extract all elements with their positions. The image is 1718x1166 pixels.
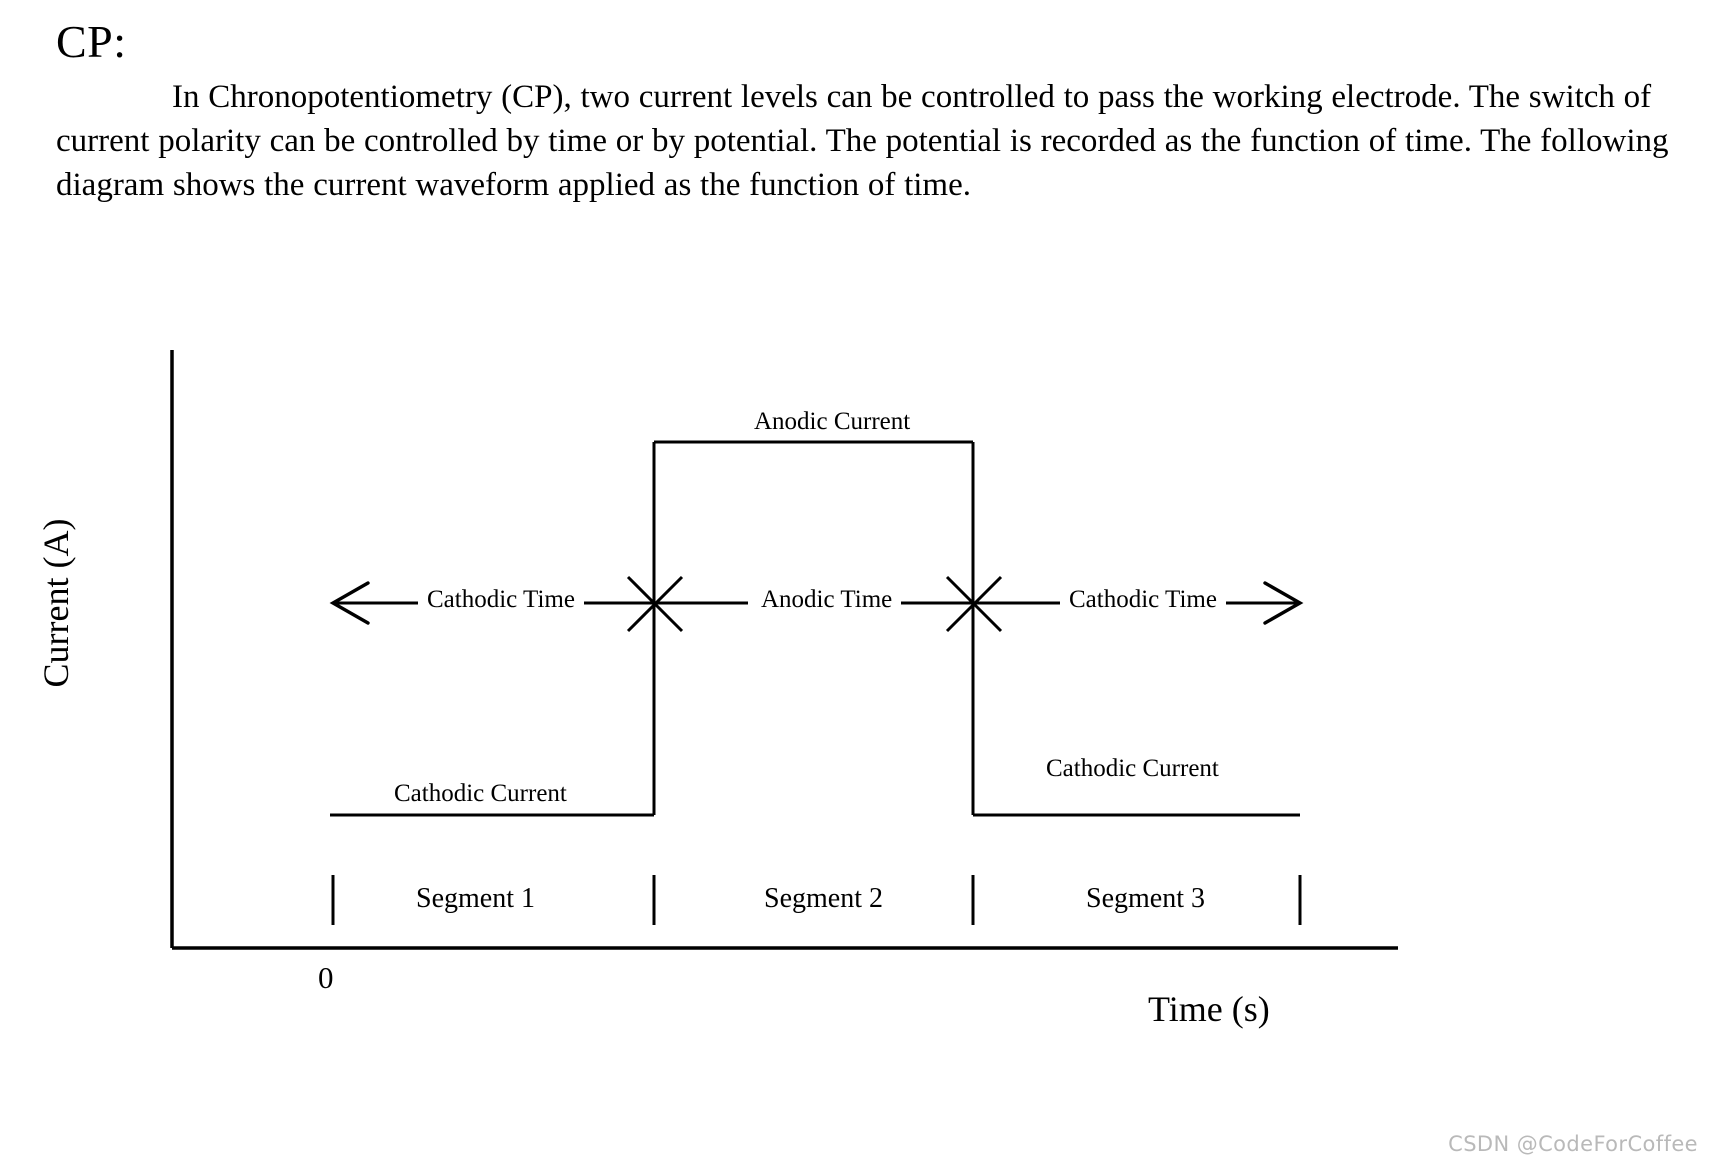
annotation-cathodic-time-right: Cathodic Time	[1060, 586, 1226, 614]
body-paragraph: In Chronopotentiometry (CP), two current…	[56, 79, 1669, 204]
y-axis-title: Current (A)	[36, 518, 76, 688]
annotation-cathodic-current-left: Cathodic Current	[385, 780, 576, 808]
right-arrow-head	[1263, 581, 1304, 625]
left-arrow-head	[329, 581, 370, 625]
segment-label-1: Segment 1	[407, 883, 544, 915]
page-title: CP:	[56, 16, 127, 67]
annotation-anodic-time: Anodic Time	[752, 586, 902, 614]
watermark: CSDN @CodeForCoffee	[1448, 1132, 1698, 1156]
document-text-block: CP: In Chronopotentiometry (CP), two cur…	[56, 16, 1676, 208]
annotation-anodic-current: Anodic Current	[745, 408, 920, 436]
origin-tick-label: 0	[318, 960, 334, 995]
x-axis-title: Time (s)	[1148, 989, 1270, 1029]
annotation-cathodic-time-left: Cathodic Time	[418, 586, 584, 614]
current-waveform-figure: Anodic Current Cathodic Time Anodic Time…	[0, 300, 1718, 1166]
segment-label-3: Segment 3	[1077, 883, 1214, 915]
segment-ticks	[331, 875, 1302, 925]
segment-label-2: Segment 2	[755, 883, 892, 915]
waveform-trace	[330, 440, 1300, 817]
annotation-cathodic-current-right: Cathodic Current	[1037, 755, 1228, 783]
